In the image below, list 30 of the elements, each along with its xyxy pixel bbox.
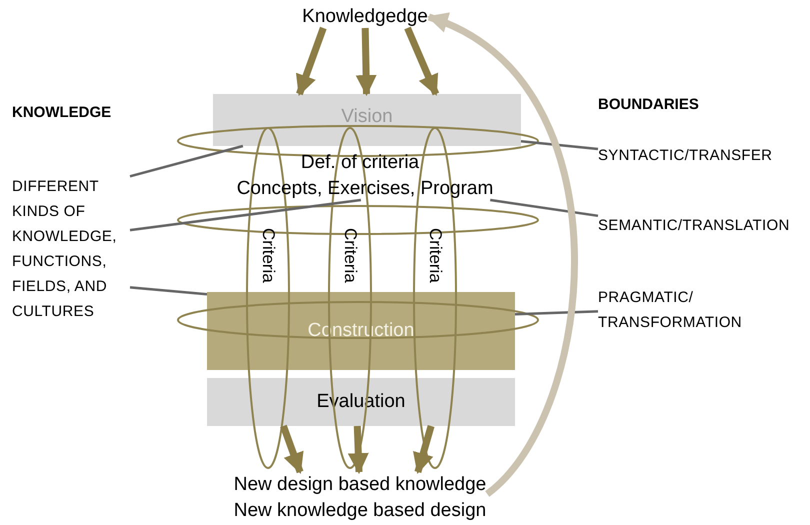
annotation-text: DIFFERENT KINDS OF KNOWLEDGE, FUNCTIONS, FIELDS, AND CULTURES [12,174,130,318]
leader-line [130,144,244,178]
criteria-label: Criteria [340,228,360,283]
stage-label: Vision [340,106,394,128]
heading-text: New knowledge based design [234,499,486,523]
criteria-label: Criteria [258,228,278,283]
section-heading: KNOWLEDGE [12,104,112,121]
annotation-text: PRAGMATIC/ TRANSFORMATION [598,285,798,335]
leader-line [514,310,598,316]
stage-label: Construction [306,320,416,342]
annotation-text: SYNTACTIC/TRANSFER [598,143,798,167]
leader-line [520,140,598,150]
stage-box [213,94,521,146]
stage-box [207,292,515,370]
section-heading: BOUNDARIES [598,96,699,113]
heading-text: Def. of criteria [300,152,420,174]
arrow [426,14,578,497]
arrow [356,28,377,96]
stage-box [207,378,515,426]
arrow [280,424,304,474]
heading-text: Knowledgedge [302,6,428,28]
annotation-text: SEMANTIC/TRANSLATION [598,213,808,237]
arrow [296,26,327,96]
leader-line [490,198,598,218]
heading-text: New design based knowledge [234,473,486,497]
criteria-label: Criteria [425,228,445,283]
leader-line [130,286,208,296]
arrow [404,26,440,96]
arrow [348,426,369,474]
arrow [413,425,434,474]
